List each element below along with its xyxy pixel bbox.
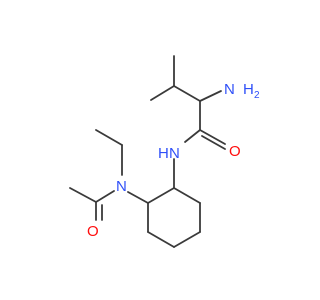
amine-nh2-label: N H 2 [224, 81, 260, 101]
molecule-structure: N H 2 H N O N O [69, 55, 260, 248]
bond-carbonyl-o-2 [201, 135, 226, 150]
bond-isopropyl-alpha [173, 85, 201, 102]
acetyl-oxygen-label: O [87, 223, 99, 240]
acetyl-nitrogen-label: N [116, 178, 127, 195]
bond-methyl-left [150, 85, 175, 101]
bond-carbonyl-o-1 [199, 129, 226, 145]
amide-h-symbol: H [158, 145, 169, 162]
bond-alpha-nh2 [199, 90, 222, 102]
amine-h-count: 2 [254, 90, 260, 101]
amide-oxygen-label: O [229, 143, 241, 160]
bond-ring-n [127, 191, 149, 204]
ring-bond-3 [173, 231, 201, 248]
ring-bond-4 [147, 231, 175, 248]
amine-n-symbol: N [224, 81, 235, 98]
bond-n-acetyl [95, 190, 115, 203]
ring-bond-1 [173, 187, 201, 204]
bond-ethyl [95, 129, 123, 146]
bond-carbonyl-nh [184, 129, 201, 143]
amide-nh-label: H N [158, 145, 180, 162]
amide-n-symbol: N [169, 145, 180, 162]
bond-acetyl-methyl [69, 187, 97, 203]
ring-bond-6 [147, 187, 175, 204]
amine-h-symbol: H [243, 81, 254, 98]
